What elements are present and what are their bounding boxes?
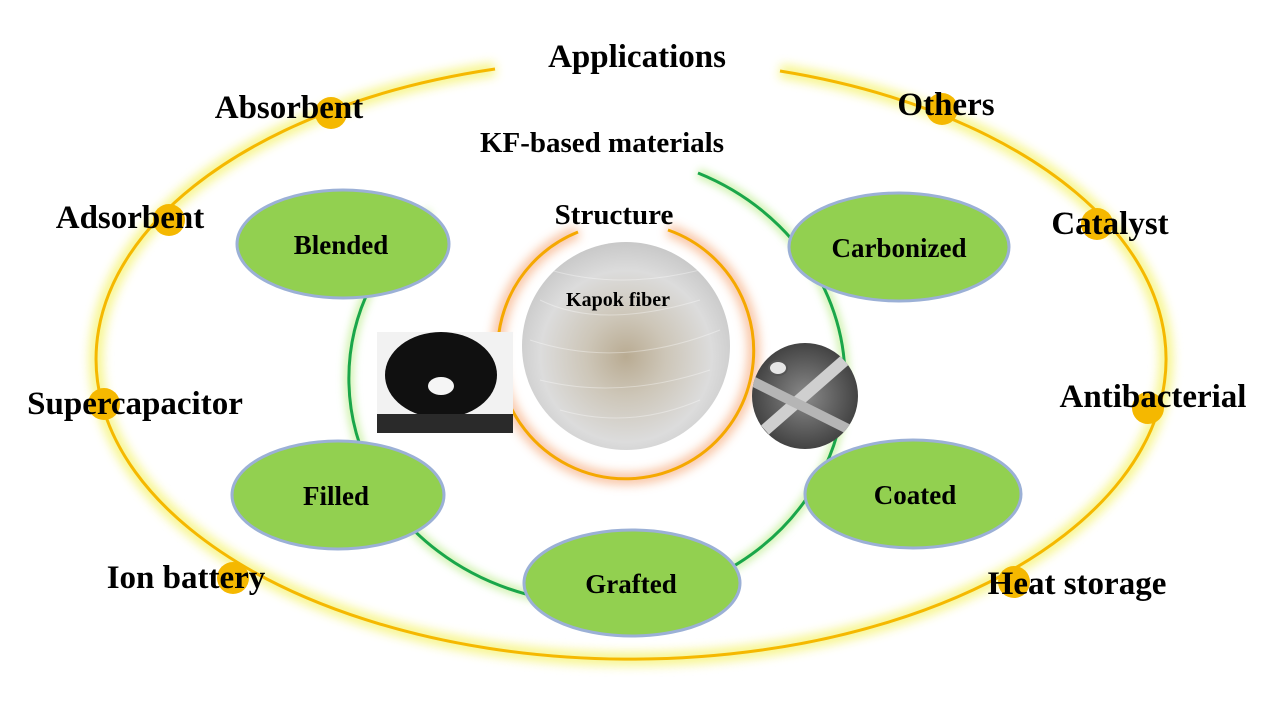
application-dots [88,93,1164,598]
material-node-label: Coated [874,480,957,510]
dot-ion-battery [217,562,249,594]
dot-absorbent [315,97,347,129]
app-label-catalyst: Catalyst [1051,206,1168,242]
app-label-antibacterial: Antibacterial [1060,379,1247,415]
material-node-coated: Coated [803,438,1023,550]
structure-ring [491,224,760,485]
material-node-label: Blended [294,230,389,260]
material-node-carbonized: Carbonized [787,191,1011,303]
dot-adsorbent [153,204,185,236]
structure-title: Structure [555,199,674,231]
app-label-adsorbent: Adsorbent [56,200,205,236]
kapok-fiber-label: Kapok fiber [566,289,670,311]
dot-catalyst [1081,208,1113,240]
material-node-label: Filled [303,481,369,511]
material-node-label: Grafted [585,569,676,599]
app-label-absorbent: Absorbent [215,90,364,126]
dot-others [926,93,958,125]
dot-supercapacitor [88,388,120,420]
dot-heat-storage [998,566,1030,598]
app-label-supercapacitor: Supercapacitor [27,386,243,422]
materials-title: KF-based materials [480,127,724,159]
app-label-ion-battery: Ion battery [107,560,266,596]
kapok-fiber-image: Kapok fiber [522,242,730,450]
applications-title: Applications [548,39,726,75]
material-node-filled: Filled [230,439,446,551]
material-node-label: Carbonized [832,233,967,263]
material-node-grafted: Grafted [522,528,742,638]
applications-ring [89,62,1174,667]
app-label-heat-storage: Heat storage [988,566,1167,602]
sem-fiber-image [752,343,858,449]
app-label-others: Others [897,87,994,123]
water-droplet-image [377,332,513,433]
dot-antibacterial [1132,392,1164,424]
material-node-blended: Blended [235,188,451,300]
